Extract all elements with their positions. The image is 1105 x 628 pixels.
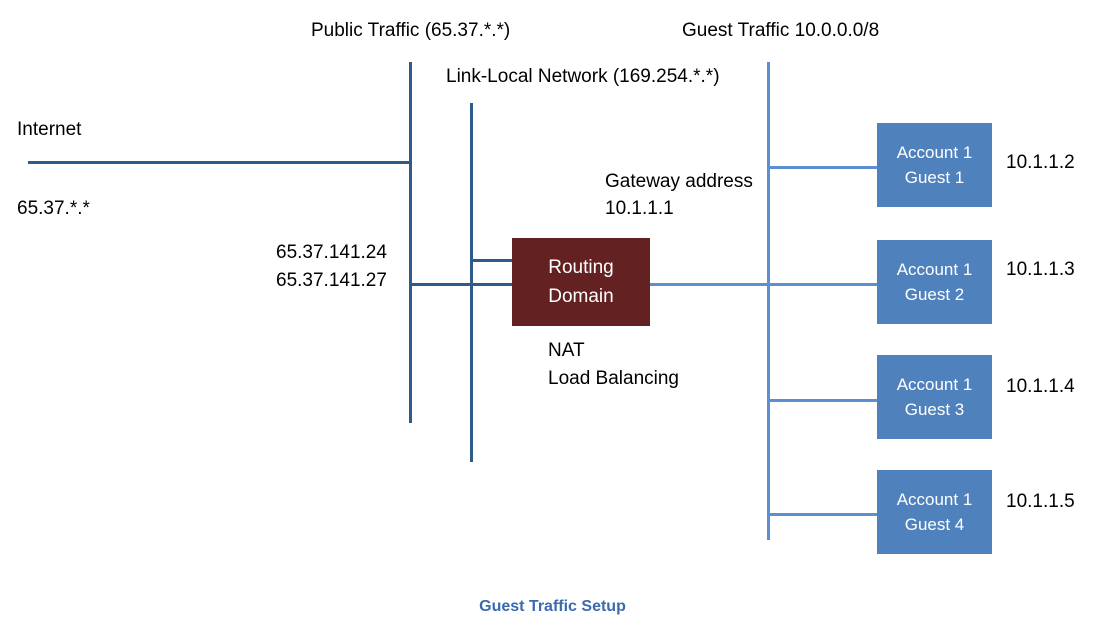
guest-account-4: Account 1 bbox=[896, 490, 973, 509]
guest-ip-label-3: 10.1.1.4 bbox=[1006, 376, 1075, 397]
guest-ip-label-4: 10.1.1.5 bbox=[1006, 491, 1075, 512]
guest-box-3[interactable]: Account 1 Guest 3 bbox=[877, 355, 992, 439]
guest-name-1: Guest 1 bbox=[904, 168, 965, 187]
link-local-to-routing-domain-line bbox=[470, 259, 515, 262]
gateway-address-ip: 10.1.1.1 bbox=[605, 198, 674, 219]
guest-name-2: Guest 2 bbox=[904, 285, 965, 304]
internet-label: Internet bbox=[17, 119, 82, 140]
routing-domain-line-1: Routing bbox=[548, 257, 614, 278]
guest-box-4[interactable]: Account 1 Guest 4 bbox=[877, 470, 992, 554]
public-ip-address-1: 65.37.141.24 bbox=[276, 242, 387, 263]
guest-box-1[interactable]: Account 1 Guest 1 bbox=[877, 123, 992, 207]
routing-domain-to-guest-network-line bbox=[648, 283, 880, 286]
guest-traffic-label: Guest Traffic 10.0.0.0/8 bbox=[682, 20, 880, 41]
guest-connector-line-4 bbox=[767, 513, 880, 516]
guest-traffic-trunk-line bbox=[767, 62, 770, 540]
link-local-trunk-line bbox=[470, 103, 473, 462]
load-balancing-label: Load Balancing bbox=[548, 368, 679, 389]
internet-connection-line bbox=[28, 161, 410, 164]
public-traffic-label: Public Traffic (65.37.*.*) bbox=[311, 20, 511, 41]
diagram-caption: Guest Traffic Setup bbox=[479, 598, 626, 615]
guest-box-2[interactable]: Account 1 Guest 2 bbox=[877, 240, 992, 324]
guest-connector-line-1 bbox=[767, 166, 880, 169]
routing-domain-box[interactable]: Routing Domain bbox=[512, 238, 650, 326]
guest-account-3: Account 1 bbox=[896, 375, 973, 394]
link-local-network-label: Link-Local Network (169.254.*.*) bbox=[446, 66, 720, 87]
guest-account-2: Account 1 bbox=[896, 260, 973, 279]
guest-ip-label-1: 10.1.1.2 bbox=[1006, 152, 1075, 173]
guest-name-3: Guest 3 bbox=[904, 400, 965, 419]
guest-name-4: Guest 4 bbox=[904, 515, 965, 534]
public-traffic-trunk-line bbox=[409, 62, 412, 423]
public-trunk-to-routing-domain-line bbox=[409, 283, 517, 286]
guest-connector-line-3 bbox=[767, 399, 880, 402]
internet-subnet-label: 65.37.*.* bbox=[17, 198, 90, 219]
public-ip-address-2: 65.37.141.27 bbox=[276, 270, 387, 291]
routing-domain-line-2: Domain bbox=[548, 286, 614, 307]
gateway-address-title: Gateway address bbox=[605, 171, 753, 192]
guest-account-1: Account 1 bbox=[896, 143, 973, 162]
guest-ip-label-2: 10.1.1.3 bbox=[1006, 259, 1075, 280]
nat-label: NAT bbox=[548, 340, 585, 361]
